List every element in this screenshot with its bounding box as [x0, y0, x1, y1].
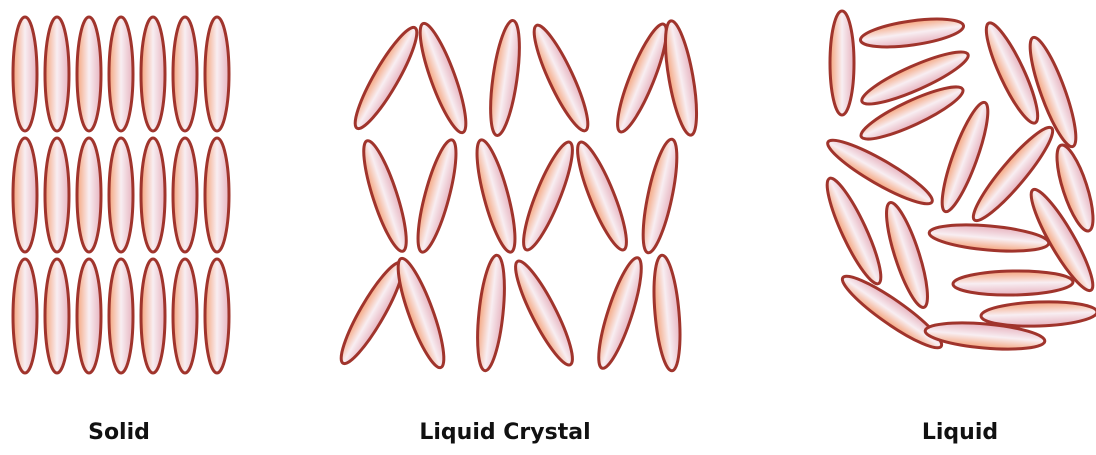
solid-molecule: [109, 138, 133, 252]
liquid-crystal-molecule: [412, 19, 474, 136]
liquid-crystal-molecule: [410, 137, 463, 255]
solid-molecule: [13, 17, 37, 131]
solid-molecule: [141, 17, 165, 131]
solid-molecule: [173, 17, 197, 131]
liquid-crystal-molecule: [659, 19, 703, 137]
solid-molecules: [13, 17, 229, 373]
liquid-crystal-molecule: [569, 138, 635, 255]
liquid-crystal-molecule: [515, 138, 581, 255]
liquid-crystal-molecule: [650, 254, 684, 372]
solid-molecule: [77, 138, 101, 252]
liquid-crystal-molecule: [390, 254, 452, 371]
solid-molecule: [141, 138, 165, 252]
liquid-crystal-molecule: [507, 256, 581, 370]
solid-molecule: [173, 138, 197, 252]
liquid-crystal-molecule: [485, 19, 525, 137]
liquid-crystal-caption: Liquid Crystal: [419, 420, 590, 445]
liquid-molecule: [953, 270, 1073, 296]
solid-molecule: [141, 259, 165, 373]
liquid-crystal-molecule: [636, 137, 684, 255]
solid-molecule: [45, 138, 69, 252]
solid-molecule: [205, 259, 229, 373]
solid-molecule: [109, 259, 133, 373]
liquid-crystal-molecule: [347, 22, 426, 134]
liquid-molecule: [859, 14, 965, 52]
solid-molecule: [13, 259, 37, 373]
solid-molecule: [13, 138, 37, 252]
solid-molecule: [45, 259, 69, 373]
liquid-caption: Liquid: [922, 420, 998, 445]
liquid-molecules: [819, 11, 1096, 356]
solid-molecule: [205, 138, 229, 252]
liquid-crystal-molecule: [356, 137, 415, 255]
solid-molecule: [45, 17, 69, 131]
liquid-crystal-molecule: [526, 20, 597, 135]
liquid-crystal-molecule: [473, 254, 509, 372]
liquid-molecule: [928, 221, 1050, 255]
solid-molecule: [173, 259, 197, 373]
solid-molecule: [205, 17, 229, 131]
liquid-molecule: [819, 173, 890, 288]
solid-molecule: [109, 17, 133, 131]
liquid-crystal-molecules: [333, 19, 703, 372]
solid-caption: Solid: [88, 420, 150, 445]
solid-molecule: [77, 259, 101, 373]
solid-molecule: [77, 17, 101, 131]
liquid-crystal-molecule: [591, 254, 650, 372]
liquid-molecule: [830, 11, 854, 115]
liquid-crystal-molecule: [469, 137, 522, 255]
liquid-molecule: [836, 268, 948, 356]
